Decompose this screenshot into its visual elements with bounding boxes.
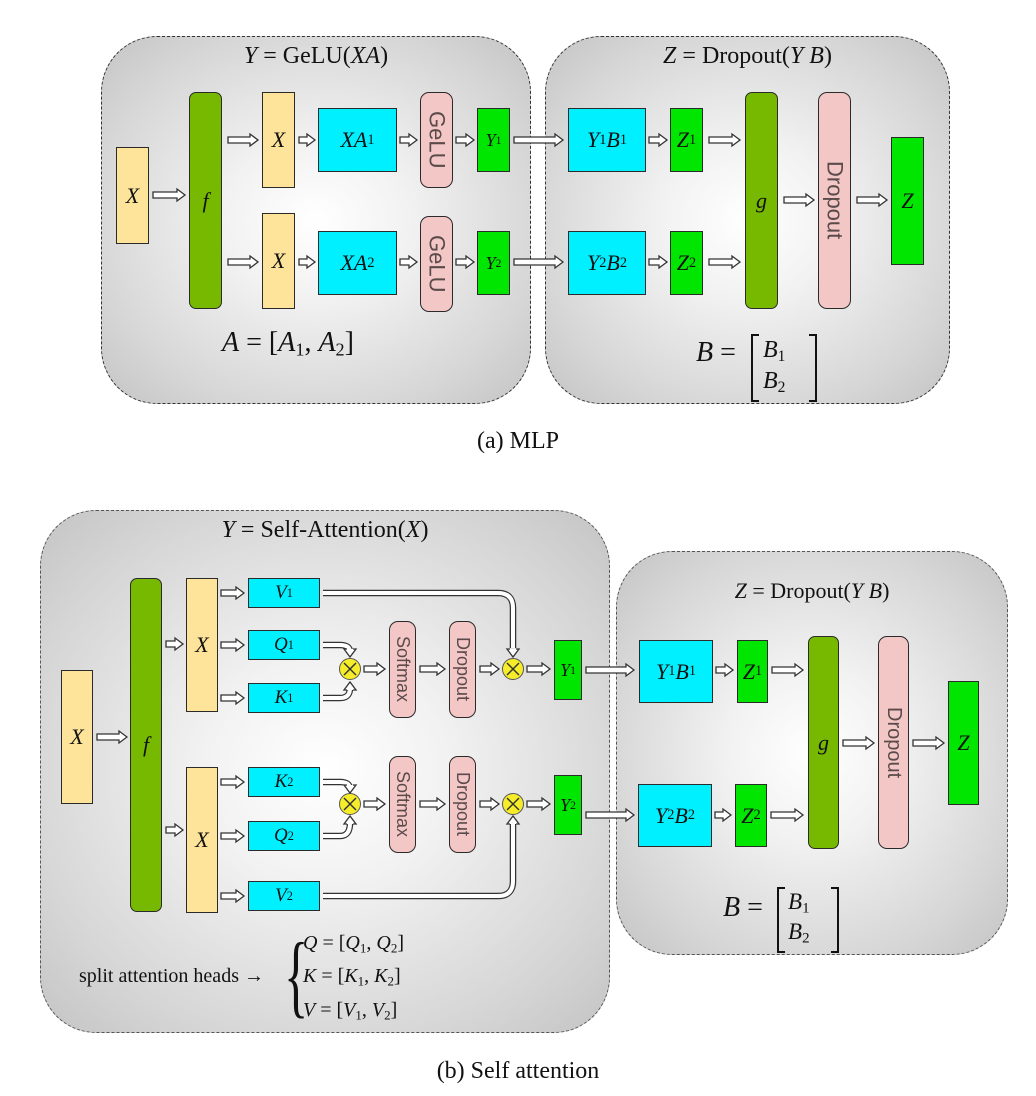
mlp-dropout: Dropout — [818, 92, 851, 309]
attn-reduce-g: g — [808, 636, 839, 849]
attn-branch2-x: X — [186, 767, 218, 913]
attn-branch2-v-multiply-icon — [502, 793, 524, 815]
mlp-caption: (a) MLP — [477, 428, 559, 454]
attn-right-footer-equation: B = — [723, 892, 763, 923]
attn-split-equations: Q = [Q1, Q2] K = [K1, K2] V = [V1, V2] — [303, 929, 404, 1029]
attn-input-x: X — [61, 670, 93, 804]
mlp-left-footer-equation: A = [A1, A2] — [222, 327, 354, 360]
mlp-right-title: Z = Dropout(Y B) — [663, 43, 832, 69]
mlp-branch2-x: X — [262, 213, 295, 309]
attn-split-note: split attention heads → — [79, 965, 264, 987]
mlp-left-panel: Y = GeLU(XA) A = [A1, A2] — [101, 36, 531, 404]
mlp-right-footer-equation: B = — [696, 337, 736, 368]
attn-branch1-dropout: Dropout — [449, 621, 476, 718]
attn-split-brace: { — [284, 924, 309, 1026]
mlp-right-matrix: B1 B2 — [751, 334, 817, 402]
attn-split-f: f — [130, 578, 162, 912]
attn-left-panel: Y = Self-Attention(X) split attention he… — [40, 510, 610, 1033]
attn-branch1-softmax: Softmax — [389, 621, 416, 718]
mlp-input-x: X — [116, 147, 149, 244]
attn-split-eq-q: Q = [Q1, Q2] — [303, 932, 404, 956]
attn-branch2-qk-multiply-icon — [339, 793, 361, 815]
attn-right-title: Z = Dropout(Y B) — [734, 578, 890, 603]
mlp-output-z: Z — [891, 137, 924, 265]
mlp-left-title: Y = GeLU(XA) — [243, 43, 389, 69]
attn-split-eq-v: V = [V1, V2] — [303, 998, 398, 1022]
attn-caption: (b) Self attention — [436, 1058, 600, 1084]
attn-output-z: Z — [948, 681, 979, 805]
attn-branch2-softmax: Softmax — [389, 756, 416, 853]
attn-left-title: Y = Self-Attention(X) — [221, 517, 429, 543]
mlp-reduce-g: g — [745, 92, 778, 309]
mlp-split-f: f — [189, 92, 222, 309]
attn-branch2-dropout: Dropout — [449, 756, 476, 853]
attn-branch1-x: X — [186, 578, 218, 712]
mlp-branch1-x: X — [262, 92, 295, 188]
attn-right-matrix: B1 B2 — [777, 887, 839, 953]
mlp-branch1-gelu: GeLU — [420, 92, 453, 188]
attn-split-eq-k: K = [K1, K2] — [303, 965, 401, 989]
mlp-branch2-gelu: GeLU — [420, 216, 453, 312]
attn-dropout: Dropout — [878, 636, 909, 849]
attn-branch1-qk-multiply-icon — [339, 658, 361, 680]
attn-branch1-v-multiply-icon — [502, 658, 524, 680]
